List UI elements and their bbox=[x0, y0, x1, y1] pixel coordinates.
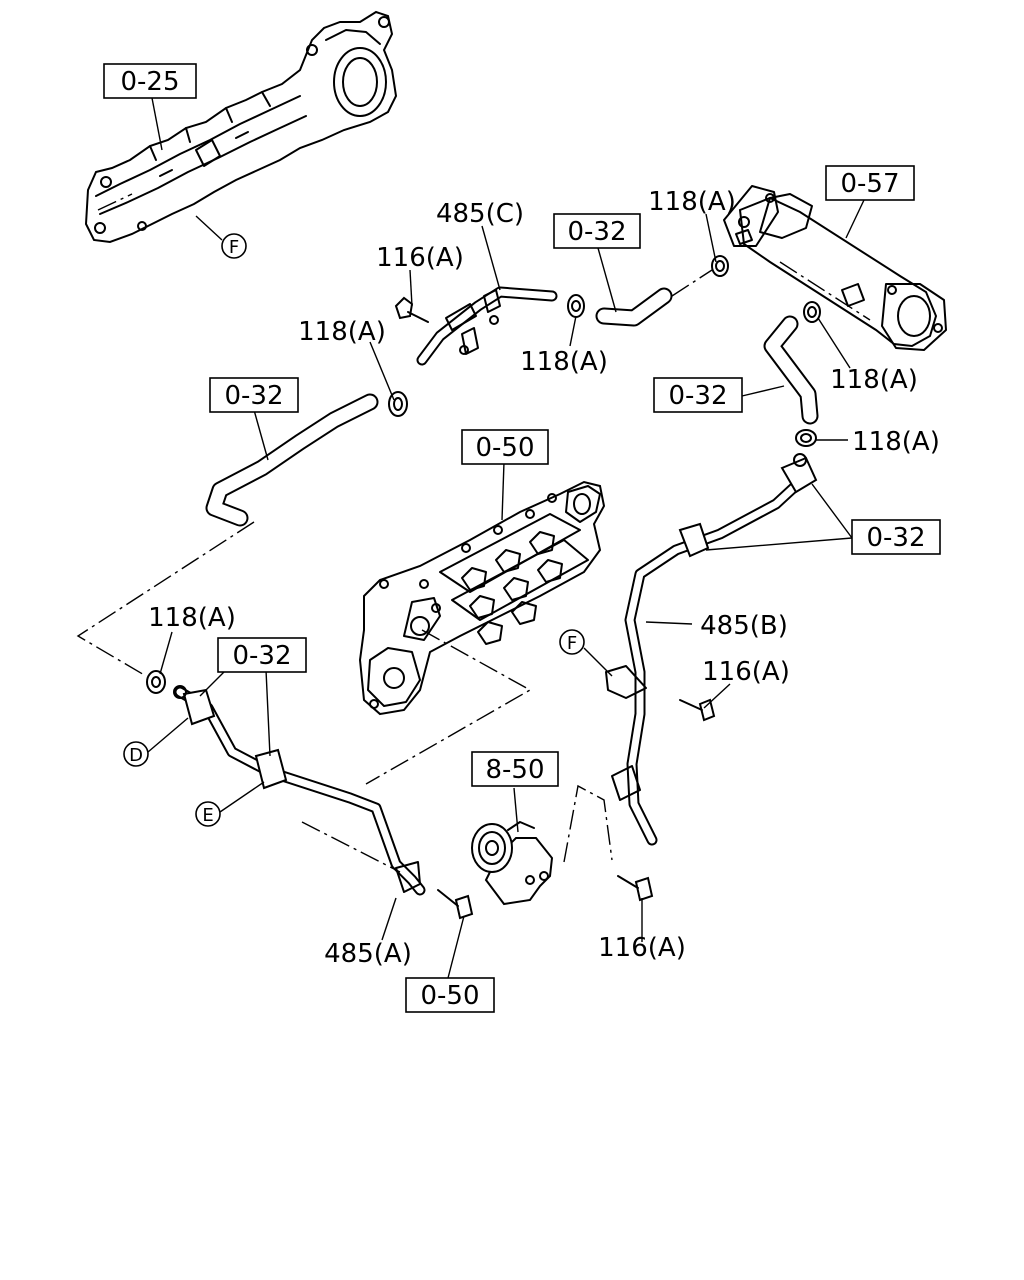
label-116a-top: 116(A) bbox=[376, 243, 464, 273]
label-118a-topright: 118(A) bbox=[648, 187, 736, 217]
clamp-118a-f bbox=[146, 670, 166, 694]
callout-text: 0-32 bbox=[567, 217, 626, 247]
svg-text:F: F bbox=[229, 237, 239, 258]
connector-e-left: E bbox=[195, 801, 221, 827]
label-118a-left: 118(A) bbox=[148, 603, 236, 633]
callout-text: 0-57 bbox=[840, 169, 899, 199]
callout-text: 0-32 bbox=[224, 381, 283, 411]
clamp-118a-d bbox=[803, 301, 821, 323]
oil-cooler-0-50 bbox=[358, 480, 606, 716]
svg-text:D: D bbox=[129, 745, 143, 766]
label-118a-center: 118(A) bbox=[520, 347, 608, 377]
connector-f-top: F bbox=[221, 233, 247, 259]
callout-0-32-right: 0-32 bbox=[653, 377, 743, 413]
label-116a-right: 116(A) bbox=[702, 657, 790, 687]
callout-0-50-center: 0-50 bbox=[461, 429, 549, 465]
bolt-116a-right bbox=[679, 698, 716, 722]
callout-0-32-bracket-left: 0-32 bbox=[217, 637, 307, 673]
label-116a-bottom: 116(A) bbox=[598, 933, 686, 963]
hose-top-center bbox=[595, 287, 673, 327]
label-118a-right1: 118(A) bbox=[830, 365, 918, 395]
connector-d-left: D bbox=[123, 741, 149, 767]
bolt-116a-bottom bbox=[617, 875, 654, 902]
callout-text: 0-50 bbox=[420, 981, 479, 1011]
callout-0-32-bracket-right: 0-32 bbox=[851, 519, 941, 555]
callout-text: 0-32 bbox=[866, 523, 925, 553]
bolt-116a-top bbox=[394, 296, 429, 323]
callout-0-32-left: 0-32 bbox=[209, 377, 299, 413]
pipe-485a bbox=[173, 685, 426, 896]
label-485a: 485(A) bbox=[324, 939, 412, 969]
callout-0-25: 0-25 bbox=[103, 63, 197, 99]
callout-0-32-top: 0-32 bbox=[553, 213, 641, 249]
label-118a-right2: 118(A) bbox=[852, 427, 940, 457]
callout-0-50-bottom: 0-50 bbox=[405, 977, 495, 1013]
callout-text: 0-32 bbox=[668, 381, 727, 411]
svg-text:F: F bbox=[567, 633, 577, 654]
callout-text: 8-50 bbox=[485, 755, 544, 785]
callout-text: 0-50 bbox=[475, 433, 534, 463]
label-485c: 485(C) bbox=[436, 199, 524, 229]
intake-manifold-0-25 bbox=[84, 10, 398, 244]
label-485b: 485(B) bbox=[700, 611, 788, 641]
pipe-485c bbox=[416, 286, 558, 366]
label-118a-leftmid: 118(A) bbox=[298, 317, 386, 347]
hose-left bbox=[205, 393, 379, 527]
pulley-8-50 bbox=[471, 821, 554, 906]
bolt-0-50-bottom bbox=[437, 889, 474, 920]
svg-text:E: E bbox=[202, 805, 213, 826]
egr-cooler-0-57 bbox=[723, 185, 947, 351]
callout-0-57: 0-57 bbox=[825, 165, 915, 201]
connector-f-right: F bbox=[559, 629, 585, 655]
callout-text: 0-32 bbox=[232, 641, 291, 671]
clamp-118a-c bbox=[711, 255, 729, 277]
hose-right bbox=[763, 315, 819, 425]
clamp-118a-b bbox=[567, 294, 585, 318]
callout-8-50: 8-50 bbox=[471, 751, 559, 787]
callout-text: 0-25 bbox=[120, 67, 179, 97]
chain-lines bbox=[76, 269, 713, 873]
pipe-485b bbox=[605, 453, 818, 846]
clamp-118a-e bbox=[795, 429, 817, 447]
